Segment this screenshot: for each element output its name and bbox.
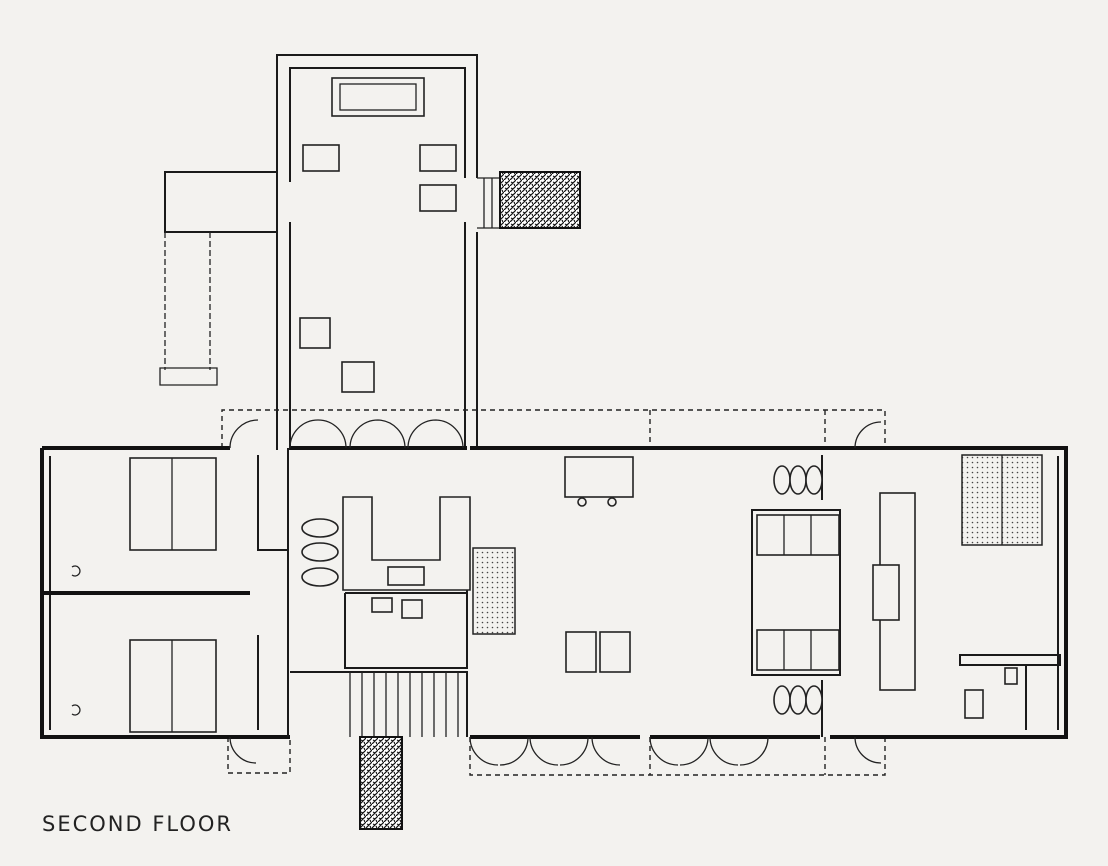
- plan-title: SECOND FLOOR: [42, 812, 234, 836]
- roof-terrace: [276, 54, 581, 450]
- bed: [129, 639, 217, 733]
- terrace-chair: [341, 361, 375, 393]
- living-furniture: [756, 465, 1018, 719]
- balconies: [221, 409, 886, 776]
- terrace-chair: [419, 144, 457, 172]
- closet-marks: [71, 565, 81, 716]
- sofa: [756, 514, 840, 556]
- sofa: [756, 629, 840, 671]
- bedrooms: [129, 454, 1043, 733]
- staircase: [290, 671, 468, 737]
- terrace-chair: [302, 144, 340, 172]
- main-floor: [40, 446, 1068, 739]
- planter-top: [499, 171, 581, 229]
- chair: [565, 631, 597, 673]
- balcony-west: [159, 171, 277, 386]
- kitchen-furniture: [301, 456, 634, 673]
- doors: [229, 419, 882, 766]
- planter-bottom: [359, 736, 403, 830]
- terrace-chair: [299, 317, 331, 349]
- rug: [472, 547, 516, 635]
- dining-table: [564, 456, 634, 498]
- chair: [599, 631, 631, 673]
- terrace-chair: [419, 184, 457, 212]
- bed: [129, 457, 217, 551]
